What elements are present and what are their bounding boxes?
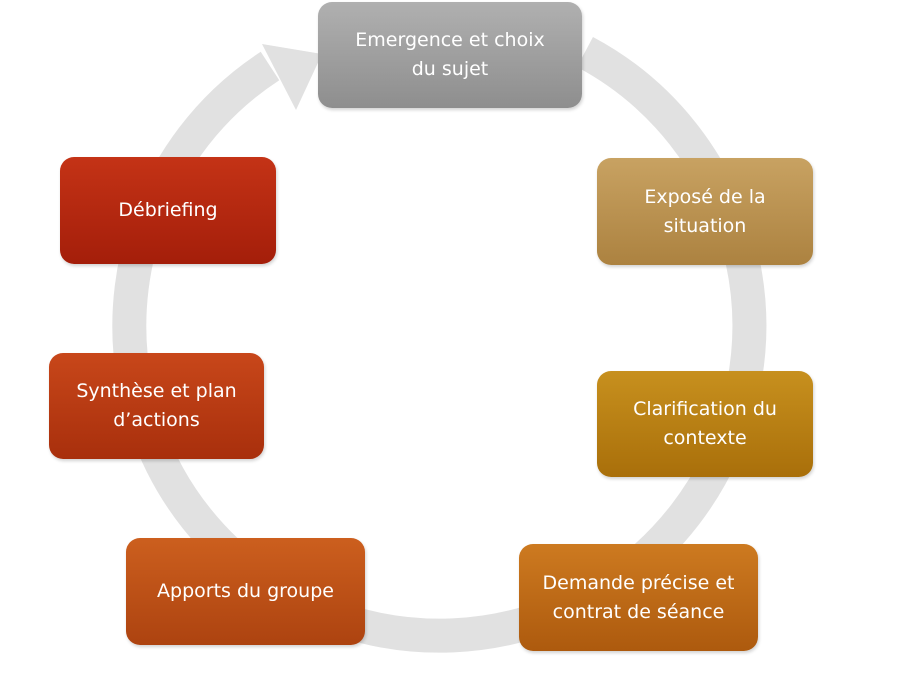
step-demande-contrat-seance: Demande précise et contrat de séance <box>519 544 758 651</box>
step-emergence-choix-sujet: Emergence et choix du sujet <box>318 2 582 108</box>
cycle-arrow-head-icon <box>262 44 322 110</box>
step-label: Synthèse et plan d’actions <box>76 380 237 431</box>
step-label: Demande précise et contrat de séance <box>542 571 735 623</box>
step-label: Emergence et choix du sujet <box>355 29 545 80</box>
step-label: Exposé de la situation <box>644 185 766 237</box>
step-expose-situation: Exposé de la situation <box>597 158 813 265</box>
step-label: Apports du groupe <box>157 580 334 602</box>
step-apports-groupe: Apports du groupe <box>126 538 365 645</box>
step-debriefing: Débriefing <box>60 157 276 264</box>
step-clarification-contexte: Clarification du contexte <box>597 371 813 477</box>
step-label: Clarification du contexte <box>633 398 777 449</box>
step-synthese-plan-actions: Synthèse et plan d’actions <box>49 353 264 459</box>
step-label: Débriefing <box>118 199 218 221</box>
